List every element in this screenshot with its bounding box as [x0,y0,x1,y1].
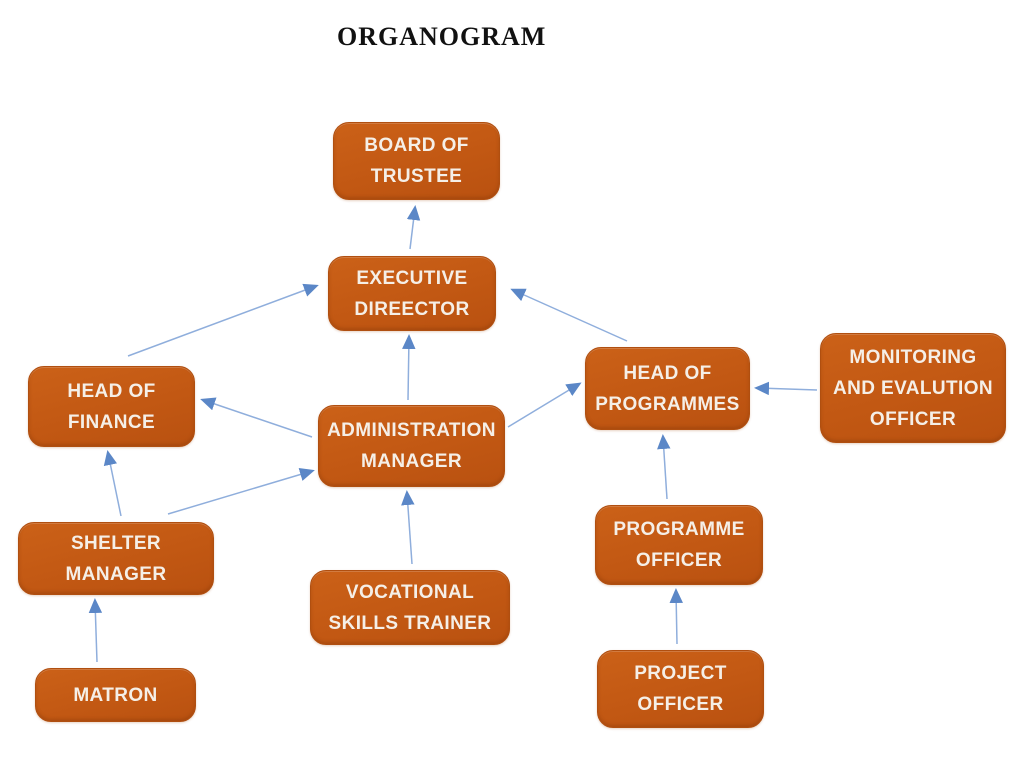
node-administration-manager: ADMINISTRATION MANAGER [318,405,505,487]
node-label: FINANCE [67,411,156,433]
node-shelter-manager: SHELTER MANAGER [18,522,214,595]
node-label: ADMINISTRATION [327,420,496,441]
node-label: HEAD OF [623,362,712,384]
connector-project-officer-to-programme-officer [669,588,683,645]
connector-head-of-finance-to-executive-director [127,283,319,357]
connector-administration-manager-to-executive-director [402,334,416,401]
node-label: MONITORING [849,346,977,368]
connector-administration-manager-to-head-of-programmes [507,382,582,428]
node-label: OFFICER [637,694,724,715]
node-label: SKILLS TRAINER [328,612,492,634]
connector-executive-director-to-board-of-trustee [406,205,421,250]
node-label: MATRON [73,684,158,706]
node-label: PROGRAMMES [595,393,740,415]
connector-head-of-programmes-to-executive-director [510,288,628,342]
node-label: AND EVALUTION [832,377,993,399]
node-head-of-finance: HEAD OF FINANCE [28,366,195,447]
connector-monitoring-and-evalution-officer-to-head-of-programmes [754,381,818,396]
node-label: OFFICER [869,408,957,430]
node-label: PROJECT [634,663,727,684]
node-monitoring-and-evalution-officer: MONITORING AND EVALUTION OFFICER [820,333,1006,443]
node-label: OFFICER [635,550,723,571]
connector-matron-to-shelter-manager [88,598,103,663]
node-label: MANAGER [361,451,462,472]
connector-programme-officer-to-head-of-programmes [657,434,671,500]
connector-administration-manager-to-head-of-finance [200,397,313,438]
connector-shelter-manager-to-administration-manager [167,467,315,515]
node-label: HEAD OF [67,380,156,402]
node-label: DIREECTOR [354,298,470,320]
node-matron: MATRON [35,668,196,722]
node-label: BOARD OF [364,135,469,156]
node-board-of-trustee: BOARD OF TRUSTEE [333,122,500,200]
page-title: ORGANOGRAM [337,22,547,51]
node-vocational-skills-trainer: VOCATIONAL SKILLS TRAINER [310,570,510,645]
node-label: SHELTER [70,532,162,554]
node-programme-officer: PROGRAMME OFFICER [595,505,763,585]
node-label: PROGRAMME [613,519,745,540]
connector-shelter-manager-to-head-of-finance [103,450,122,517]
node-label: TRUSTEE [370,166,463,187]
node-project-officer: PROJECT OFFICER [597,650,764,728]
node-label: VOCATIONAL [345,581,475,603]
node-label: MANAGER [65,563,167,585]
connector-vocational-skills-trainer-to-administration-manager [401,490,415,565]
node-head-of-programmes: HEAD OF PROGRAMMES [585,347,750,430]
node-label: EXECUTIVE [356,267,468,289]
node-executive-director: EXECUTIVE DIREECTOR [328,256,496,331]
